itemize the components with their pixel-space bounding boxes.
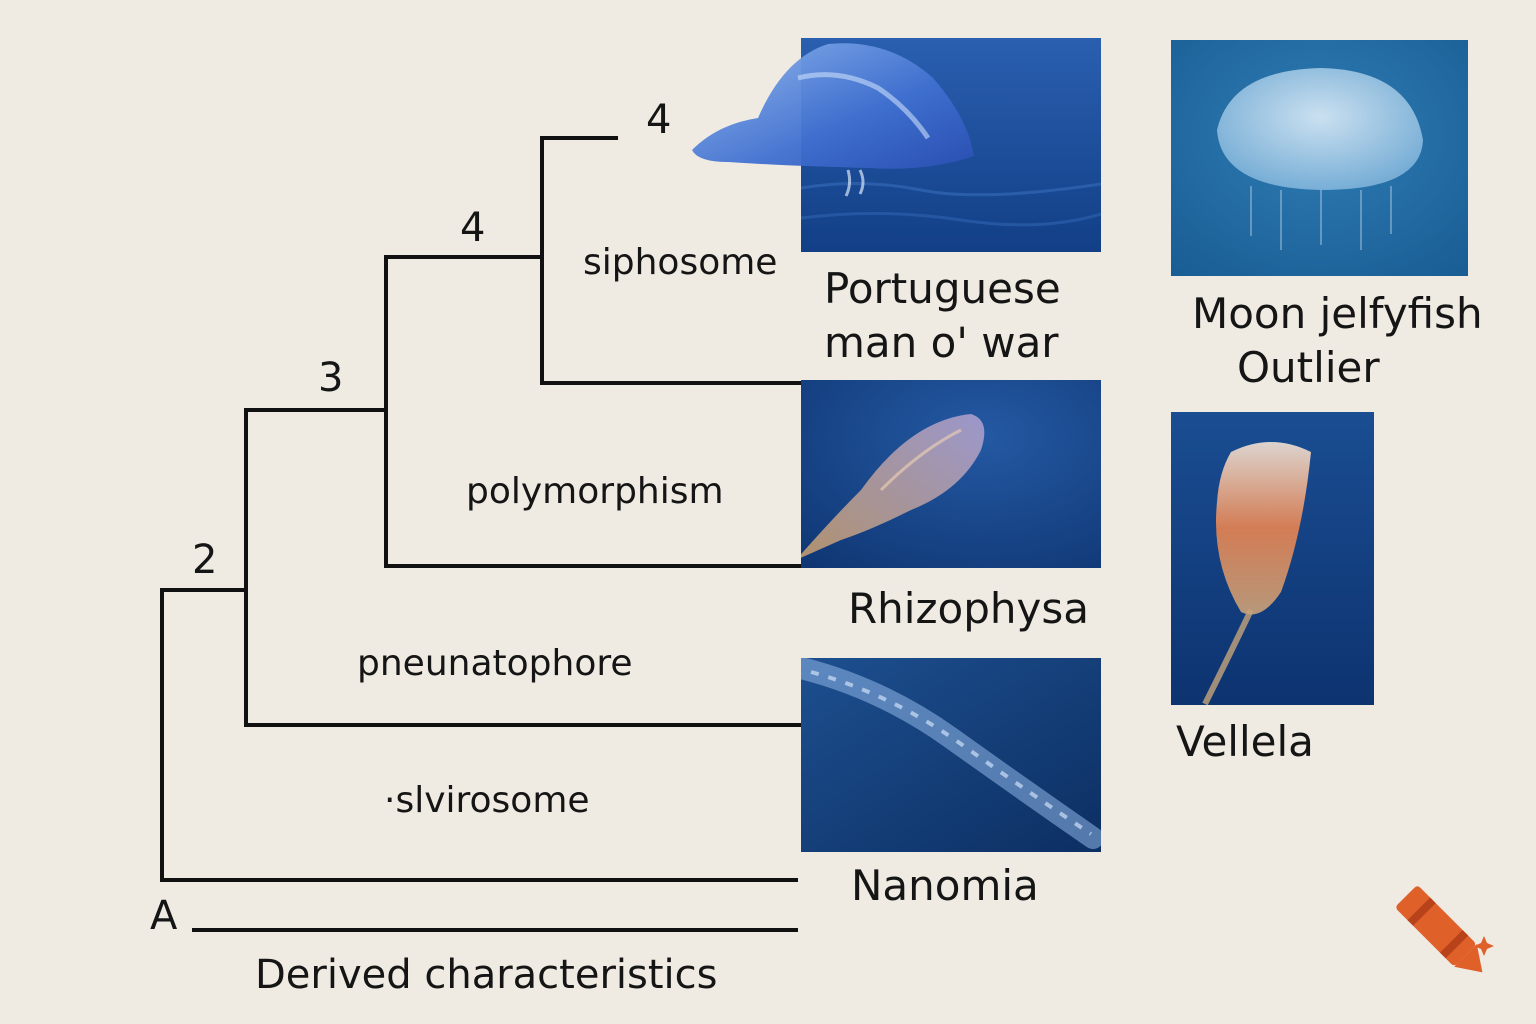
node2-branch xyxy=(244,408,802,727)
node4-branch xyxy=(540,136,802,385)
trait-slvirosome: ·slvirosome xyxy=(384,780,590,821)
crayon-icon xyxy=(1396,886,1494,973)
node-label-4-top: 4 xyxy=(646,97,672,143)
taxon-moon-jellyfish-line2: Outlier xyxy=(1237,343,1380,392)
taxon-portuguese-line1: Portuguese xyxy=(824,264,1061,313)
taxon-vellela: Vellela xyxy=(1176,717,1314,766)
node3-branch xyxy=(384,255,802,568)
node-label-3: 3 xyxy=(318,355,344,401)
taxon-nanomia: Nanomia xyxy=(851,861,1039,910)
sparkle-icon xyxy=(1397,894,1419,916)
node-label-4: 4 xyxy=(460,205,486,251)
vellela-photo xyxy=(1171,412,1374,705)
node-label-2: 2 xyxy=(192,537,218,583)
axis-label-derived-characteristics: Derived characteristics xyxy=(255,952,718,998)
root-branch xyxy=(160,588,798,882)
man-o-war-float-icon xyxy=(692,43,974,197)
rhizophysa-photo xyxy=(801,380,1101,568)
taxon-portuguese-line2: man o' war xyxy=(824,318,1059,367)
trait-polymorphism: polymorphism xyxy=(466,471,724,512)
moon-jellyfish-photo xyxy=(1171,40,1468,276)
taxon-rhizophysa: Rhizophysa xyxy=(848,584,1089,633)
nanomia-photo xyxy=(801,658,1101,852)
node-label-root: A xyxy=(150,893,178,939)
sparkle-icon xyxy=(1474,936,1494,956)
taxon-moon-jellyfish-line1: Moon jelfyfish xyxy=(1192,289,1483,338)
trait-pneunatophore: pneunatophore xyxy=(357,643,633,684)
trait-siphosome: siphosome xyxy=(583,242,778,283)
